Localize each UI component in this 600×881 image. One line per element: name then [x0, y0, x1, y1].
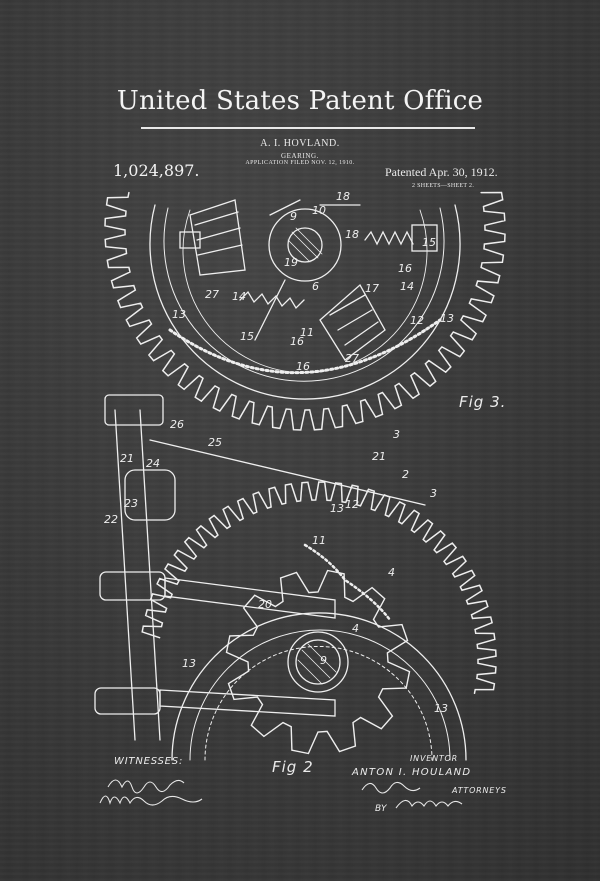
- fig3-hatch-band: [168, 318, 442, 374]
- fig3-ring-2: [163, 207, 445, 382]
- inventor-line: A. I. HOVLAND.: [260, 138, 340, 149]
- fig2-pinion-teeth: [225, 569, 411, 755]
- fig3-numeral: 6: [312, 280, 319, 293]
- fig2-numeral: 9: [320, 654, 327, 667]
- fig2-clamp-upper: [99, 571, 166, 601]
- fig3-numeral: 18: [345, 228, 359, 241]
- attorney-signature-2: [395, 799, 463, 809]
- fig3-numeral: 14: [232, 290, 246, 303]
- title-rule: [141, 127, 475, 129]
- application-filed: APPLICATION FILED NOV. 12, 1910.: [245, 160, 355, 166]
- inventor-label: INVENTOR: [410, 754, 458, 763]
- attorney-signature-1: [361, 781, 421, 794]
- fig3-numeral: 13: [440, 312, 454, 325]
- fig2-ring-2: [189, 629, 451, 761]
- fig3-block-right: [411, 224, 438, 252]
- witness-signature-1: [107, 779, 185, 794]
- fig3-numeral: 16: [290, 335, 304, 348]
- fig2-lever-arm: [114, 409, 161, 741]
- fig3-numeral: 15: [422, 236, 436, 249]
- signatures-drawing: [99, 779, 463, 809]
- fig2-bar-lower: [159, 689, 336, 717]
- fig2-numeral: 22: [104, 513, 118, 526]
- fig3-numeral: 12: [410, 314, 424, 327]
- fig2-numeral: 21: [120, 452, 134, 465]
- fig2-numeral: 25: [208, 436, 222, 449]
- fig3-numeral: 3: [393, 428, 400, 441]
- witnesses-label: WITNESSES:: [114, 756, 184, 767]
- fig2-numeral: 4: [352, 622, 359, 635]
- fig3-inner-ring: [149, 204, 461, 400]
- patent-office-title: United States Patent Office: [116, 86, 484, 116]
- fig3-hub: [268, 208, 342, 282]
- subject-line: GEARING.: [280, 152, 320, 160]
- fig2-hub: [287, 631, 349, 693]
- inventor-name: ANTON I. HOULAND: [352, 767, 472, 778]
- fig2-lever-top: [104, 394, 164, 426]
- fig3-hub-hatch: [287, 227, 323, 263]
- fig3-arm-1: [254, 199, 361, 341]
- fig3-numeral: 13: [172, 308, 186, 321]
- fig3-numeral: 10: [312, 204, 326, 217]
- figure-2-label: Fig 2: [272, 758, 314, 776]
- fig3-gear-teeth: [104, 191, 506, 431]
- fig2-numeral: 21: [372, 450, 386, 463]
- fig2-numeral: 2: [402, 468, 409, 481]
- figure-2-drawing: [94, 394, 497, 761]
- figure-3-drawing: [104, 191, 506, 431]
- fig2-chain: [303, 543, 392, 622]
- fig3-numeral: 15: [240, 330, 254, 343]
- fig2-numeral: 26: [170, 418, 184, 431]
- fig3-spring-left: [239, 290, 305, 310]
- fig2-numeral: 11: [312, 534, 326, 547]
- fig3-shaft: [287, 227, 323, 263]
- fig3-numeral: 27: [205, 288, 219, 301]
- fig3-numeral: 19: [284, 256, 298, 269]
- by-label: BY: [375, 804, 387, 814]
- fig3-bevel-gear-left: [189, 199, 246, 276]
- patent-date: Patented Apr. 30, 1912.: [385, 165, 498, 179]
- fig2-numeral: 3: [430, 487, 437, 500]
- fig3-numeral: 9: [290, 210, 297, 223]
- fig2-bar-upper: [164, 577, 336, 619]
- fig2-outer-ring: [171, 612, 467, 761]
- fig2-numeral: 23: [124, 497, 138, 510]
- fig3-numeral: 16: [296, 360, 310, 373]
- patent-number: 1,024,897.: [113, 161, 200, 180]
- fig2-bracket: [124, 469, 176, 521]
- fig2-gear-teeth: [141, 481, 497, 695]
- fig2-shaft-hatch: [297, 643, 337, 685]
- figure-3-label: Fig 3.: [459, 393, 507, 411]
- sheet-count: 2 SHEETS—SHEET 2.: [412, 183, 475, 189]
- fig2-ring-3: [204, 646, 433, 761]
- fig3-block-left: [179, 231, 201, 249]
- fig3-numeral: 27: [345, 352, 359, 365]
- fig3-numeral: 17: [365, 282, 379, 295]
- fig2-numeral: 4: [388, 566, 395, 579]
- fig3-numeral: 11: [300, 326, 314, 339]
- fig3-spring-right: [364, 230, 414, 246]
- fig2-numeral: 13: [330, 502, 344, 515]
- attorneys-label: ATTORNEYS: [452, 786, 507, 795]
- fig2-numeral: 24: [146, 457, 160, 470]
- fig2-numeral: 20: [258, 598, 272, 611]
- fig2-link-rod: [149, 439, 426, 506]
- fig2-numeral: 13: [182, 657, 196, 670]
- fig3-ring-3: [182, 209, 428, 374]
- fig2-clamp-lower: [94, 687, 161, 715]
- fig3-bevel-gear-right: [319, 283, 386, 361]
- fig2-shaft: [295, 639, 341, 685]
- fig2-numeral: 13: [434, 702, 448, 715]
- witness-signature-2: [99, 795, 203, 806]
- fig3-numeral: 16: [398, 262, 412, 275]
- fig3-numeral: 14: [400, 280, 414, 293]
- fig2-numeral: 12: [345, 498, 359, 511]
- fig3-numeral: 18: [336, 190, 350, 203]
